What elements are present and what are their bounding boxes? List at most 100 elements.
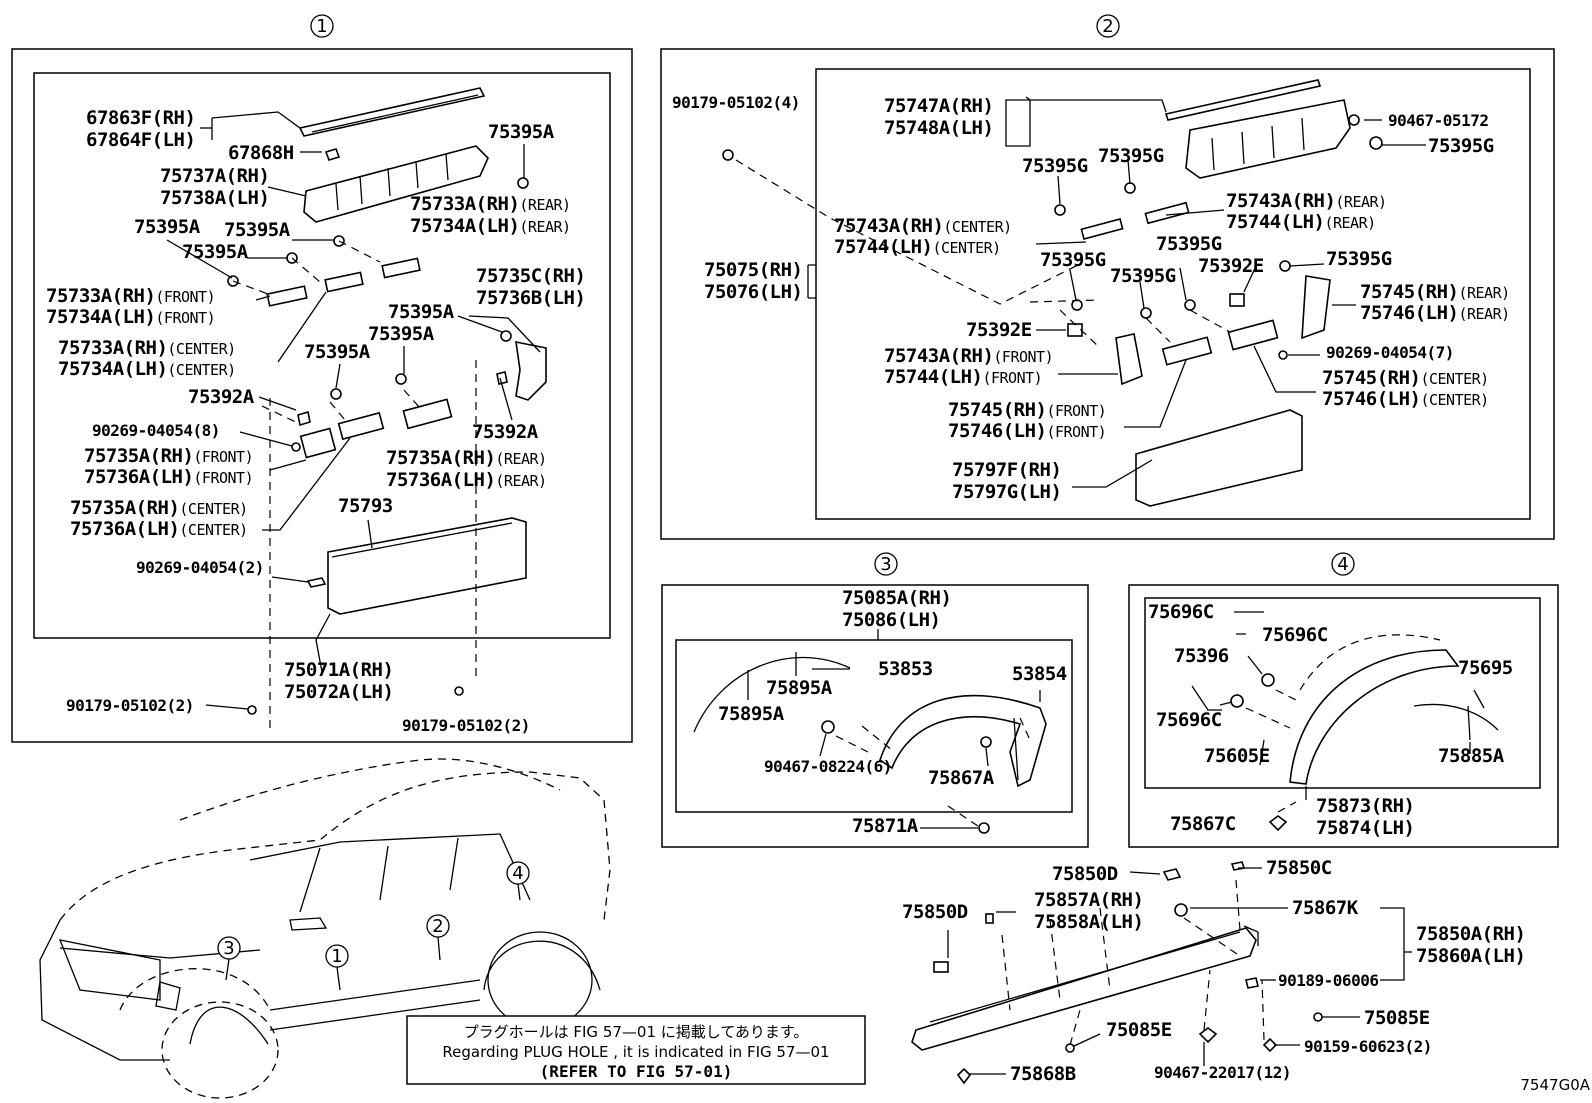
part-label: 75735A(RH)(REAR)	[386, 447, 547, 469]
part-label: 75395A	[368, 323, 435, 345]
part-label: 75860A(LH)	[1416, 945, 1525, 967]
svg-text:2: 2	[1102, 16, 1113, 37]
part-label: 75874(LH)	[1316, 817, 1414, 839]
part-label: 75737A(RH)	[160, 165, 269, 187]
part-label: 90179-05102(4)	[672, 93, 800, 112]
part-label: 75605E	[1204, 745, 1270, 767]
part-label: 75733A(RH)(FRONT)	[46, 285, 215, 307]
note-line-2: Regarding PLUG HOLE , it is indicated in…	[442, 1043, 829, 1061]
figure-code: 7547G0A	[1520, 1076, 1590, 1094]
svg-text:4: 4	[1337, 554, 1348, 575]
part-label: 75736A(LH)(CENTER)	[70, 518, 248, 540]
svg-text:1: 1	[316, 16, 327, 37]
part-label: 67868H	[228, 142, 294, 164]
svg-text:3: 3	[223, 938, 234, 959]
part-label: 75868B	[1010, 1063, 1076, 1085]
part-label: 75071A(RH)	[284, 659, 393, 681]
part-label: 75850D	[1052, 863, 1118, 885]
part-label: 75857A(RH)	[1034, 889, 1143, 911]
part-label: 75850C	[1266, 857, 1332, 879]
part-label: 75797F(RH)	[952, 459, 1061, 481]
part-label: 75085E	[1364, 1007, 1430, 1029]
part-label: 75895A	[718, 703, 785, 725]
section-2-frame	[660, 48, 1555, 540]
section-1-parts	[227, 87, 547, 728]
part-label: 75746(LH)(CENTER)	[1322, 388, 1489, 410]
part-label: 75735C(RH)	[476, 265, 585, 287]
section-3-parts	[693, 652, 1047, 834]
svg-text:4: 4	[512, 863, 523, 884]
section-number-1: 1	[310, 14, 334, 38]
part-label: 75395G	[1428, 135, 1494, 157]
part-label: 75736A(LH)(FRONT)	[84, 466, 253, 488]
part-label: 75735A(RH)(FRONT)	[84, 445, 253, 467]
car-callout-4: 4	[506, 861, 530, 885]
part-label: 75395A	[304, 341, 371, 363]
part-label: 75395A	[134, 216, 201, 238]
part-label: 90179-05102(2)	[402, 716, 530, 735]
part-label: 75895A	[766, 677, 833, 699]
part-label: 75395A	[388, 301, 455, 323]
section-1-leaders	[166, 111, 541, 710]
part-label: 75395A	[182, 241, 249, 263]
part-label: 75076(LH)	[704, 281, 802, 303]
part-label: 75867C	[1170, 813, 1236, 835]
section-2-leaders	[807, 96, 1426, 488]
part-label: 75395G	[1326, 248, 1392, 270]
part-label: 75745(RH)(FRONT)	[948, 399, 1106, 421]
section-2-inner-frame	[815, 68, 1531, 520]
part-label: 75885A	[1438, 745, 1505, 767]
part-label: 75075(RH)	[704, 259, 802, 281]
part-label: 75743A(RH)(CENTER)	[834, 215, 1012, 237]
svg-text:3: 3	[880, 554, 891, 575]
part-label: 75733A(RH)(REAR)	[410, 193, 571, 215]
section-3-frame	[661, 584, 1089, 848]
svg-text:2: 2	[432, 916, 443, 937]
part-label: 75850A(RH)	[1416, 923, 1525, 945]
part-label: 75395G	[1022, 155, 1088, 177]
part-label: 67863F(RH)	[86, 107, 195, 129]
part-label: 90159-60623(2)	[1304, 1037, 1432, 1056]
part-label: 75743A(RH)(REAR)	[1226, 190, 1387, 212]
section-4-parts	[1230, 611, 1499, 832]
part-label: 75867K	[1292, 897, 1359, 919]
part-label: 75797G(LH)	[952, 481, 1061, 503]
section-3-leaders	[812, 629, 1041, 829]
part-label: 75745(RH)(REAR)	[1360, 281, 1510, 303]
part-label: 90269-04054(7)	[1326, 343, 1454, 362]
rocker-panel-parts	[911, 861, 1323, 1085]
part-label: 90467-05172	[1388, 111, 1488, 130]
part-label: 75395G	[1110, 265, 1176, 287]
part-label: 75743A(RH)(FRONT)	[884, 345, 1053, 367]
part-label: 75072A(LH)	[284, 681, 393, 703]
part-label: 75793	[338, 495, 393, 517]
part-label: 75734A(LH)(FRONT)	[46, 306, 215, 328]
part-label: 53853	[878, 658, 933, 680]
section-number-4: 4	[1331, 552, 1355, 576]
car-callout-3: 3	[217, 936, 241, 960]
part-label: 75746(LH)(REAR)	[1360, 302, 1510, 324]
part-label: 75392E	[1198, 255, 1264, 277]
section-4-leaders	[1191, 655, 1485, 800]
part-labels: 67863F(RH) 67864F(LH) 67868H 75395A 7573…	[46, 93, 1526, 1085]
part-label: 75735A(RH)(CENTER)	[70, 497, 248, 519]
part-label: 75736B(LH)	[476, 287, 585, 309]
part-label: 90467-08224(6)	[764, 757, 892, 776]
part-label: 75396	[1174, 645, 1229, 667]
part-label: 75395G	[1156, 233, 1222, 255]
part-label: 75395G	[1040, 249, 1106, 271]
svg-text:1: 1	[331, 946, 342, 967]
part-label: 75858A(LH)	[1034, 911, 1143, 933]
section-1-frame	[11, 48, 633, 743]
part-label: 75734A(LH)(CENTER)	[58, 358, 236, 380]
part-label: 75085E	[1106, 1019, 1172, 1041]
part-label: 75747A(RH)	[884, 95, 993, 117]
part-label: 75086(LH)	[842, 609, 940, 631]
part-label: 75871A	[852, 815, 919, 837]
section-number-2: 2	[1096, 14, 1120, 38]
part-label: 67864F(LH)	[86, 129, 195, 151]
part-label: 75696C	[1262, 624, 1328, 646]
part-label: 90467-22017(12)	[1154, 1063, 1291, 1082]
